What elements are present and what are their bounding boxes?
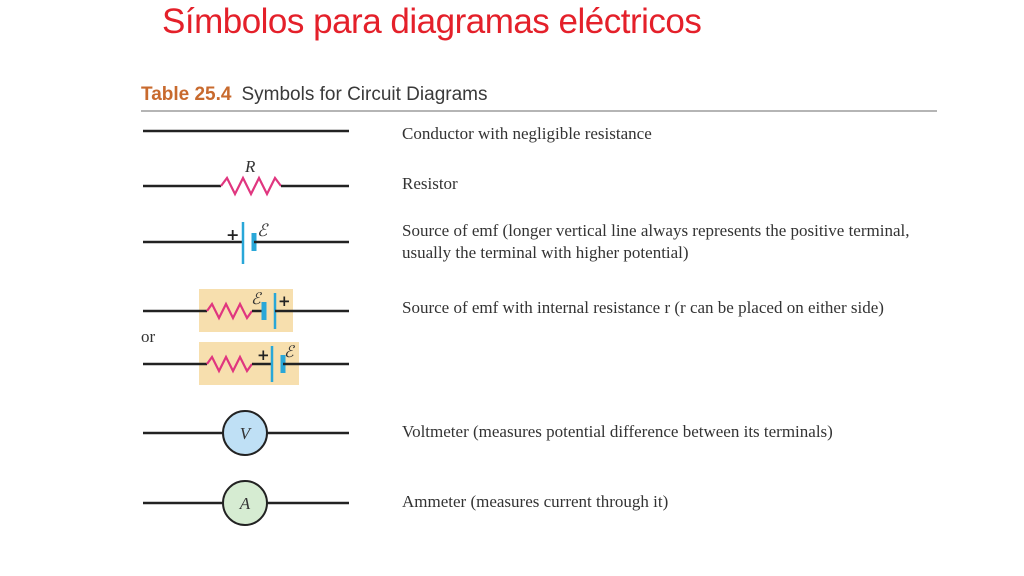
plus-sign: + <box>226 225 239 244</box>
plus-sign: + <box>257 346 270 364</box>
resistor-symbol: R <box>143 157 349 197</box>
internal-resistor-zigzag <box>206 301 253 321</box>
slide-title: Símbolos para diagramas eléctricos <box>162 2 702 41</box>
ammeter-circle <box>222 480 268 526</box>
voltmeter-symbol: V <box>143 410 349 456</box>
ammeter-label: A <box>239 494 251 513</box>
emf-internal-symbol-b: + ℰ <box>143 342 349 385</box>
voltmeter-description: Voltmeter (measures potential difference… <box>402 422 833 441</box>
emf-source-symbol: + ℰ <box>143 221 349 264</box>
voltmeter-label: V <box>240 424 253 443</box>
or-label: or <box>141 327 156 346</box>
voltmeter-circle <box>222 410 268 456</box>
conductor-description: Conductor with negligible resistance <box>402 124 652 143</box>
ammeter-symbol: A <box>143 480 349 526</box>
emf-internal-description: Source of emf with internal resistance r… <box>402 298 884 317</box>
emf-symbol: ℰ <box>257 221 269 241</box>
resistor-label: R <box>244 157 256 176</box>
internal-resistor-zigzag <box>206 354 253 374</box>
resistor-zigzag <box>220 175 282 197</box>
emf-symbol: ℰ <box>251 289 263 308</box>
emf-symbol: ℰ <box>284 342 296 361</box>
table-caption: Symbols for Circuit Diagrams <box>241 84 488 105</box>
table-number: Table 25.4 <box>141 84 232 105</box>
header-divider <box>141 110 937 112</box>
table-header: Table 25.4 Symbols for Circuit Diagrams <box>141 84 487 106</box>
resistor-description: Resistor <box>402 174 458 193</box>
plus-sign: + <box>278 292 291 310</box>
emf-description: Source of emf (longer vertical line alwa… <box>402 221 910 262</box>
emf-internal-symbol-a: ℰ + <box>143 289 349 332</box>
ammeter-description: Ammeter (measures current through it) <box>402 492 669 511</box>
